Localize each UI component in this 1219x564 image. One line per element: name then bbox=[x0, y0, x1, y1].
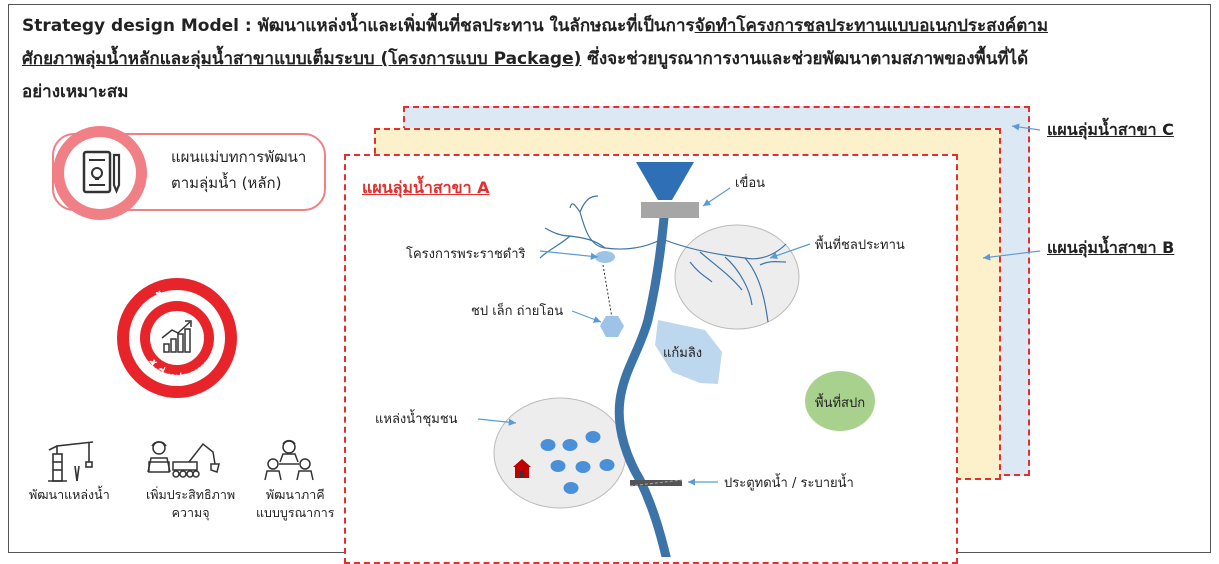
arrow-c bbox=[1011, 123, 1041, 131]
arrow-small-irrigation bbox=[571, 310, 602, 323]
arrow-irrigation bbox=[769, 243, 811, 260]
partners-label: พัฒนาภาคี แบบบูรณาการ bbox=[256, 486, 335, 522]
title-line1-underline: จัดทำโครงการชลประทานแบบอเนกประสงค์ตาม bbox=[694, 16, 1049, 36]
monkey-cheek-label: แก้มลิง bbox=[663, 346, 703, 361]
growth-chart-icon bbox=[161, 320, 192, 353]
partners-icon bbox=[264, 439, 314, 481]
panel-b-label: แผนลุ่มน้ำสาขา B bbox=[1047, 238, 1175, 257]
land-reform-area bbox=[805, 371, 875, 431]
house-icon bbox=[513, 459, 531, 478]
partners-label-line1: พัฒนาภาคี bbox=[265, 487, 325, 502]
royal-project-link bbox=[602, 264, 613, 319]
community-water-area bbox=[493, 397, 627, 509]
small-irrigation-label: ชป เล็ก ถ่ายโอน bbox=[471, 304, 564, 319]
title-line2: ซึ่งจะช่วยบูรณาการงานและช่วยพัฒนาตามสภาพ… bbox=[581, 49, 1029, 69]
river bbox=[614, 213, 671, 557]
construction-icon bbox=[147, 441, 220, 478]
monkey-cheek-area bbox=[655, 320, 722, 384]
master-plan-text: แผนแม่บทการพัฒนา ตามลุ่มน้ำ (หลัก) bbox=[171, 144, 306, 196]
capacity-label: เพิ่มประสิทธิภาพ ความจุ bbox=[146, 486, 235, 522]
partners-label-line2: แบบบูรณาการ bbox=[256, 505, 335, 520]
arrow-royal bbox=[539, 250, 599, 260]
title-line2-underline: ศักยภาพลุ่มน้ำหลักและลุ่มน้ำสาขาแบบเต็มร… bbox=[22, 49, 582, 69]
master-plan-line2: ตามลุ่มน้ำ (หลัก) bbox=[171, 174, 282, 192]
irrigation-area-label: พื้นที่ชลประทาน bbox=[815, 238, 905, 253]
sluice-gate-label: ประตูทดน้ำ / ระบายน้ำ bbox=[724, 476, 854, 491]
panel-c-label: แผนลุ่มน้ำสาขา C bbox=[1047, 120, 1174, 139]
capacity-label-line2: ความจุ bbox=[171, 505, 210, 520]
page-title: Strategy design Model : พัฒนาแหล่งน้ำและ… bbox=[22, 10, 1202, 109]
arrow-dam bbox=[702, 187, 731, 207]
arrow-community bbox=[477, 418, 517, 426]
community-water-label: แหล่งน้ำชุมชน bbox=[375, 412, 458, 427]
title-line1: Strategy design Model : พัฒนาแหล่งน้ำและ… bbox=[22, 16, 695, 36]
arrow-b bbox=[982, 250, 1041, 261]
dam-wall bbox=[641, 202, 699, 218]
irrigation-area bbox=[674, 224, 800, 330]
master-plan-line1: แผนแม่บทการพัฒนา bbox=[171, 148, 307, 166]
panel-a-label: แผนลุ่มน้ำสาขา A bbox=[362, 178, 490, 197]
dam-reservoir bbox=[636, 162, 694, 200]
master-plan-card: แผนแม่บทการพัฒนา ตามลุ่มน้ำ (หลัก) bbox=[52, 126, 326, 220]
royal-project-pond bbox=[595, 251, 615, 263]
land-reform-label: พื้นที่สปก bbox=[815, 396, 866, 411]
irrigation-canals bbox=[664, 239, 787, 323]
dam-label: เขื่อน bbox=[735, 176, 766, 191]
capacity-label-line1: เพิ่มประสิทธิภาพ bbox=[146, 487, 236, 502]
title-line3: อย่างเหมาะสม bbox=[22, 82, 129, 102]
target-graphic: เป้าหมาย พื้นที่ชลประทาน bbox=[117, 278, 237, 398]
tributary bbox=[539, 195, 661, 259]
develop-water-label: พัฒนาแหล่งน้ำ bbox=[29, 487, 110, 502]
royal-project-label: โครงการพระราชดำริ bbox=[406, 247, 526, 262]
small-irrigation-pond bbox=[600, 316, 624, 337]
crane-icon bbox=[48, 441, 94, 482]
blueprint-icon bbox=[53, 126, 147, 220]
community-ponds bbox=[540, 431, 615, 494]
